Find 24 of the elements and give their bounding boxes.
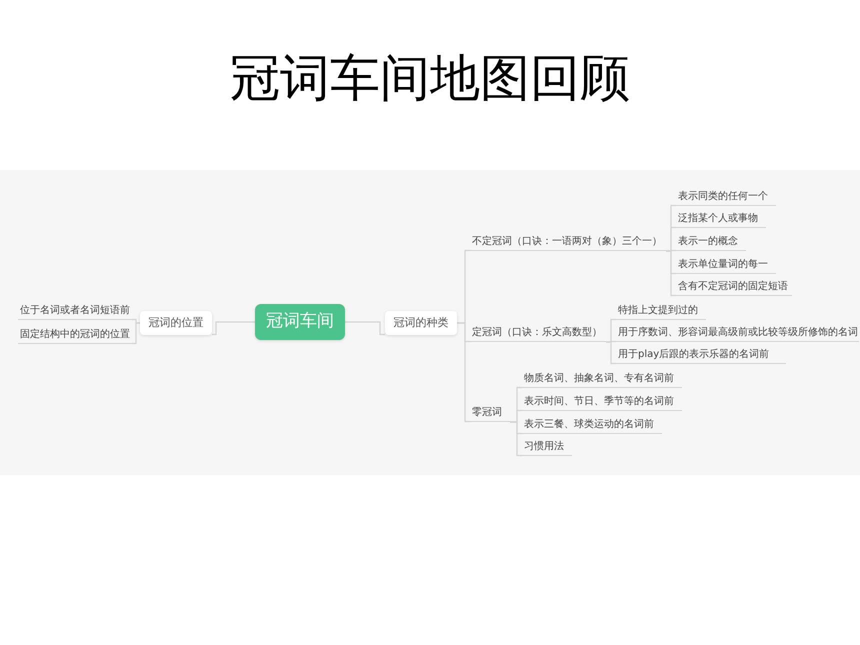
subtopic-text: 物质名词、抽象名词、专有名词前 — [522, 372, 682, 388]
subtopic-text: 表示同类的任何一个 — [676, 190, 776, 206]
page-title: 冠词车间地图回顾 — [229, 48, 631, 108]
topic-box: 冠词的位置 — [140, 311, 212, 335]
subtopic-text: 表示三餐、球类运动的名词前 — [522, 418, 662, 434]
subtopic-text: 不定冠词（口诀：一语两对（象）三个一） — [470, 235, 666, 251]
central-topic-box: 冠词车间 — [255, 304, 345, 340]
topic-box: 冠词的种类 — [385, 311, 457, 335]
subtopic-text: 表示一的概念 — [676, 235, 746, 251]
subtopic-text: 特指上文提到过的 — [616, 304, 706, 320]
subtopic-text: 定冠词（口诀：乐文高数型） — [470, 326, 606, 342]
subtopic-text: 表示时间、节日、季节等的名词前 — [522, 395, 682, 411]
subtopic-text: 表示单位量词的每一 — [676, 258, 776, 274]
subtopic-text: 习惯用法 — [522, 440, 572, 456]
connector-line — [132, 322, 140, 344]
subtopic-text: 固定结构中的冠词的位置 — [18, 328, 132, 344]
connector-line — [212, 321, 255, 336]
subtopic-text: 泛指某个人或事物 — [676, 212, 766, 228]
subtopic-text: 位于名词或者名词短语前 — [18, 304, 132, 320]
subtopic-text: 用于play后跟的表示乐器的名词前 — [616, 348, 786, 364]
connector-line — [345, 321, 385, 336]
subtopic-text: 用于序数词、形容词最高级前或比较等级所修饰的名词 — [616, 326, 859, 342]
subtopic-text: 含有不定冠词的固定短语 — [676, 280, 792, 296]
subtopic-text: 零冠词 — [470, 406, 510, 422]
